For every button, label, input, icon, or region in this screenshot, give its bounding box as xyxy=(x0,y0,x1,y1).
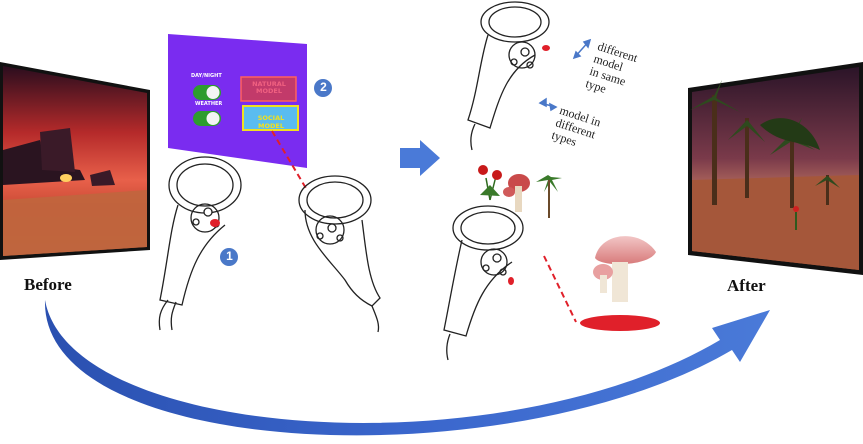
menu-panel xyxy=(168,34,307,168)
controller-2-icon xyxy=(298,175,381,333)
mushroom-model-large-icon xyxy=(593,236,656,302)
natural-model-button[interactable] xyxy=(240,76,297,102)
selection-laser xyxy=(271,130,308,191)
before-label: Before xyxy=(24,275,72,294)
process-arrow xyxy=(400,140,440,176)
placement-laser xyxy=(543,255,577,323)
controller-3-icon xyxy=(467,1,550,151)
step1-badge xyxy=(220,248,238,266)
different-type-double-arrow xyxy=(538,97,558,112)
controller-4-icon xyxy=(443,205,524,361)
after-label: After xyxy=(727,276,766,295)
before-to-after-arrow xyxy=(44,300,770,436)
before-scene-image xyxy=(0,62,150,260)
social-model-button[interactable] xyxy=(242,105,299,131)
mushroom-model-small-icon xyxy=(503,174,530,212)
palm-model-icon xyxy=(536,175,562,218)
step1-number: 1 xyxy=(226,249,233,263)
natural-model-label: NATURAL MODEL xyxy=(252,80,286,95)
rose-model-icon xyxy=(478,165,502,201)
step2-number: 2 xyxy=(320,80,327,94)
after-scene-image xyxy=(688,62,863,275)
weather-label: WEATHER xyxy=(195,101,223,107)
social-model-label: SOCIAL MODEL xyxy=(257,114,285,130)
placement-target-marker xyxy=(580,315,660,331)
step2-badge xyxy=(314,79,332,97)
daynight-label: DAY/NIGHT xyxy=(191,73,222,79)
same-type-double-arrow xyxy=(572,38,592,60)
controller-1-icon xyxy=(158,156,242,331)
